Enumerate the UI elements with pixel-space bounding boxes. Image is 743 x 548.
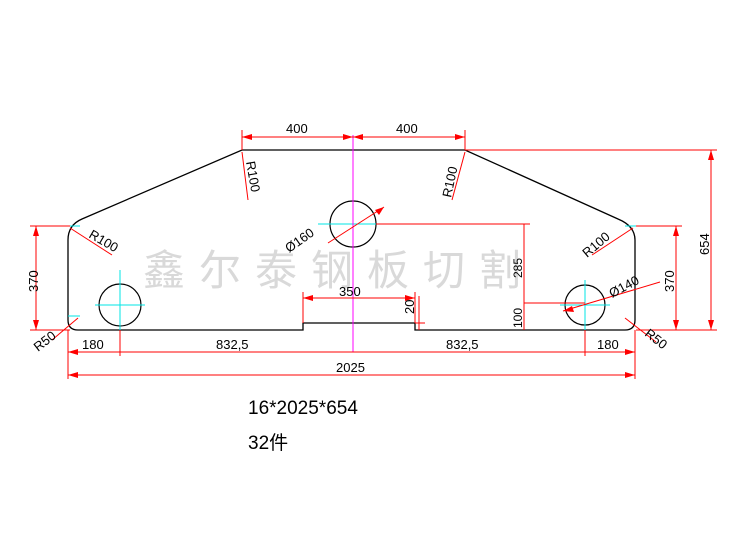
dim-left-height: 370	[26, 270, 41, 292]
quantity-note: 32件	[248, 433, 289, 454]
watermark: 鑫尔泰钢板切割	[143, 246, 535, 295]
dim-bottom-left-span: 832,5	[216, 337, 249, 352]
dim-right-hole-diameter: Ø140	[606, 272, 641, 300]
dim-top-left-width: 400	[286, 121, 308, 136]
dim-notch-depth: 20	[402, 300, 417, 314]
dim-top-right-width: 400	[396, 121, 418, 136]
dim-overall-height: 654	[697, 233, 712, 255]
dim-radius-top-left: R100	[243, 160, 263, 193]
part-outline	[67, 149, 636, 331]
dim-notch-width: 350	[339, 284, 361, 299]
arrowheads	[33, 134, 714, 378]
dim-center-hole-height: 285	[511, 258, 525, 278]
dim-bottom-left-offset: 180	[82, 337, 104, 352]
dim-radius-left-shoulder: R100	[87, 227, 121, 256]
dim-bottom-right-offset: 180	[597, 337, 619, 352]
spec-note: 16*2025*654	[248, 398, 358, 419]
dim-radius-bottom-left: R50	[31, 328, 59, 355]
dim-bottom-right-span: 832,5	[446, 337, 479, 352]
dim-radius-top-right: R100	[439, 165, 460, 199]
dim-right-height: 370	[662, 270, 677, 292]
dim-side-hole-height: 100	[511, 308, 525, 328]
dim-overall-width: 2025	[336, 360, 365, 375]
